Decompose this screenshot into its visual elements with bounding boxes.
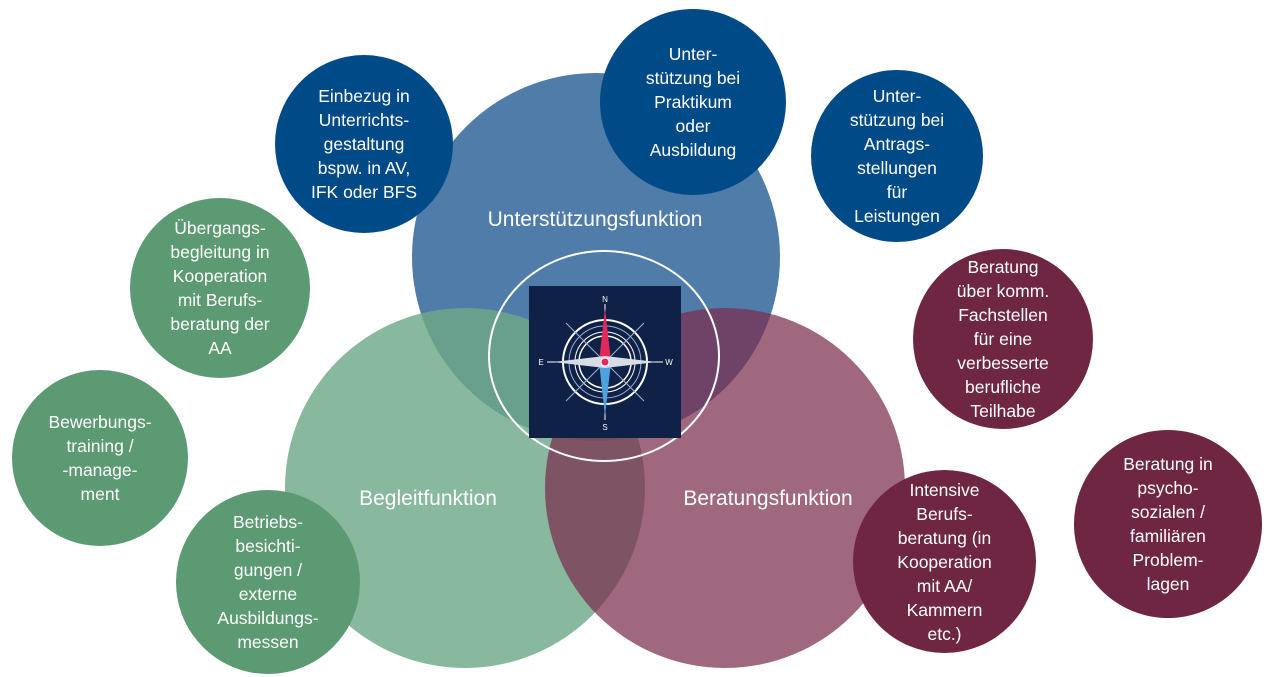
bubble-praktikum: Unter- stützung bei Praktikum oder Ausbi… <box>600 9 786 195</box>
bubble-fachstellen: Beratung über komm. Fachstellen für eine… <box>913 249 1093 429</box>
compass-ring <box>488 250 720 462</box>
compass-north: N <box>602 295 608 304</box>
bubble-antragsstellungen: Unter- stützung bei Antrags- stellungen … <box>811 70 983 242</box>
label-begleit: Begleitfunktion <box>359 487 497 510</box>
compass-east: W <box>665 358 673 367</box>
compass-south: S <box>602 423 607 432</box>
label-unterstuetzung: Unterstützungsfunktion <box>487 208 703 231</box>
compass-icon: N S E W <box>529 286 681 438</box>
bubble-betriebsbesichtigungen: Betriebs- besichti- gungen / externe Aus… <box>176 490 360 674</box>
bubble-bewerbungstraining: Bewerbungs- training / -manage- ment <box>12 370 188 546</box>
label-beratung: Beratungsfunktion <box>683 487 853 510</box>
bubble-berufsberatung: Intensive Berufs- beratung (in Kooperati… <box>853 470 1036 653</box>
bubble-unterrichtsgestaltung: Einbezug in Unterrichts- gestaltung bspw… <box>275 55 453 233</box>
bubble-psychosozial: Beratung in psycho- sozialen / familiäre… <box>1074 430 1262 618</box>
bubble-uebergangsbegleitung: Übergangs- begleitung in Kooperation mit… <box>130 198 310 378</box>
compass-west: E <box>538 358 543 367</box>
